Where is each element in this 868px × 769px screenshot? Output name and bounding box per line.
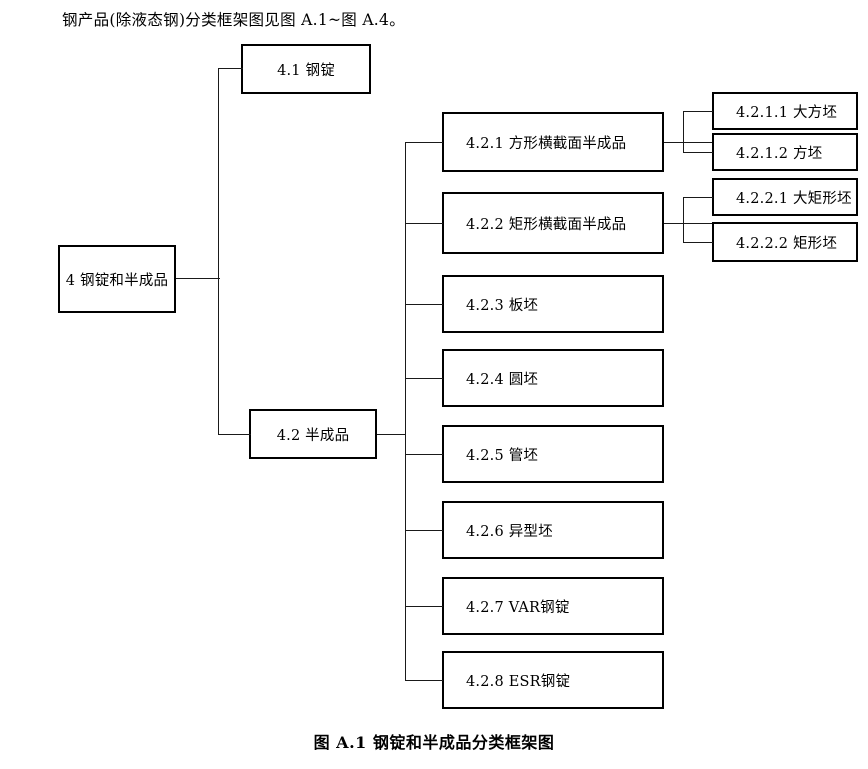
connector-4-2-1-stub <box>664 142 712 143</box>
connector-to-4-2-5 <box>405 454 443 455</box>
node-root-steel-ingot-and-semifinished[interactable]: 4 钢锭和半成品 <box>58 245 176 313</box>
connector-4-2-stub <box>377 434 406 435</box>
node-4-2-7-var-ingot[interactable]: 4.2.7 VAR钢锭 <box>442 577 664 635</box>
node-label: 4.2 半成品 <box>276 427 350 444</box>
connector-4-2-2-stub <box>664 223 712 224</box>
connector-to-4-2-2-1 <box>683 197 713 198</box>
connector-to-4-2-1-1 <box>683 111 713 112</box>
node-4-2-8-esr-ingot[interactable]: 4.2.8 ESR钢锭 <box>442 651 664 709</box>
node-label: 4.2.3 板坯 <box>466 297 539 314</box>
node-4-2-6-shaped-billet[interactable]: 4.2.6 异型坯 <box>442 501 664 559</box>
connector-to-4-2-2-2 <box>683 242 713 243</box>
node-4-2-5-tube-billet[interactable]: 4.2.5 管坯 <box>442 425 664 483</box>
node-label: 4.2.2 矩形横截面半成品 <box>466 216 627 233</box>
node-label: 4.2.1.1 大方坯 <box>736 104 838 121</box>
node-4-2-2-2-rect-billet[interactable]: 4.2.2.2 矩形坯 <box>712 222 858 262</box>
node-label: 4.2.1 方形横截面半成品 <box>466 135 627 152</box>
node-label: 4.2.5 管坯 <box>466 447 539 464</box>
node-4-2-3-slab[interactable]: 4.2.3 板坯 <box>442 275 664 333</box>
figure-caption: 图 A.1 钢锭和半成品分类框架图 <box>313 733 555 752</box>
connector-to-4-2-4 <box>405 378 443 379</box>
node-4-2-2-rectangular-cross-section[interactable]: 4.2.2 矩形横截面半成品 <box>442 192 664 254</box>
connector-to-4-2-7 <box>405 606 443 607</box>
node-label: 4 钢锭和半成品 <box>65 272 169 289</box>
connector-trunk-main <box>218 68 219 435</box>
connector-to-4-2-3 <box>405 304 443 305</box>
connector-trunk-4-2-1-children <box>683 111 684 152</box>
connector-root-stub <box>176 278 220 279</box>
connector-to-4-1 <box>218 68 243 69</box>
node-label: 4.2.2.1 大矩形坯 <box>736 190 852 207</box>
connector-trunk-4-2-2-children <box>683 197 684 242</box>
node-label: 4.2.1.2 方坯 <box>736 145 823 162</box>
node-label: 4.2.4 圆坯 <box>466 371 539 388</box>
node-4-2-2-1-big-rect-billet[interactable]: 4.2.2.1 大矩形坯 <box>712 178 858 216</box>
connector-to-4-2-1-2 <box>683 152 713 153</box>
node-label: 4.2.7 VAR钢锭 <box>466 599 570 616</box>
connector-to-4-2-8 <box>405 680 443 681</box>
node-4-1-ingot[interactable]: 4.1 钢锭 <box>241 44 371 94</box>
connector-trunk-semifinished <box>405 142 406 680</box>
node-4-2-1-1-big-square-billet[interactable]: 4.2.1.1 大方坯 <box>712 92 858 130</box>
intro-paragraph: 钢产品(除液态钢)分类框架图见图 A.1~图 A.4。 <box>62 11 406 29</box>
node-label: 4.1 钢锭 <box>277 62 335 79</box>
node-4-2-1-square-cross-section[interactable]: 4.2.1 方形横截面半成品 <box>442 112 664 172</box>
node-4-2-1-2-square-billet[interactable]: 4.2.1.2 方坯 <box>712 133 858 171</box>
connector-to-4-2 <box>218 434 251 435</box>
connector-to-4-2-6 <box>405 530 443 531</box>
connector-to-4-2-1 <box>405 142 443 143</box>
node-label: 4.2.6 异型坯 <box>466 523 553 540</box>
node-4-2-4-round-billet[interactable]: 4.2.4 圆坯 <box>442 349 664 407</box>
node-label: 4.2.8 ESR钢锭 <box>466 673 571 690</box>
node-4-2-semifinished[interactable]: 4.2 半成品 <box>249 409 377 459</box>
connector-to-4-2-2 <box>405 223 443 224</box>
node-label: 4.2.2.2 矩形坯 <box>736 235 838 252</box>
